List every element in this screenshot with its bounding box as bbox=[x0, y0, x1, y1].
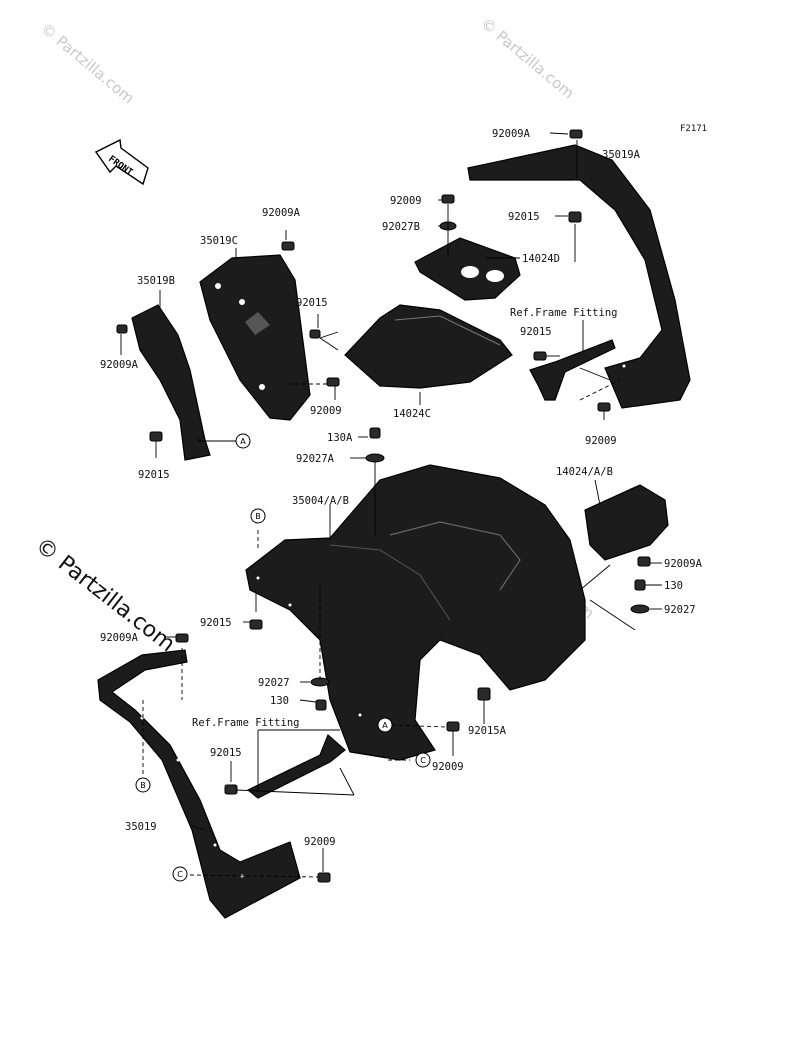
label-92009A-far-left: 92009A bbox=[100, 359, 139, 371]
label-92009-top: 92009 bbox=[390, 195, 422, 207]
leader-lines bbox=[120, 132, 662, 872]
watermark-top-left: © Partzilla.com bbox=[37, 19, 137, 107]
callout-b-lower: B bbox=[135, 777, 151, 793]
fender-35019 bbox=[97, 649, 301, 919]
callout-b-upper: B bbox=[250, 508, 266, 524]
label-92009-mid: 92009 bbox=[310, 405, 342, 417]
frame-bracket-left bbox=[246, 733, 346, 799]
label-35019B: 35019B bbox=[137, 275, 175, 287]
label-130-low: 130 bbox=[270, 695, 289, 707]
svg-text:C: C bbox=[177, 870, 183, 879]
side-cover-35019B bbox=[131, 304, 211, 461]
main-fender-35004 bbox=[245, 464, 586, 762]
label-92015-right2: 92015 bbox=[520, 326, 552, 338]
label-92009A-rr: 92009A bbox=[664, 558, 703, 570]
callout-a-lower: A bbox=[377, 717, 393, 733]
label-35019A: 35019A bbox=[602, 149, 641, 161]
frame-bracket-right bbox=[529, 339, 616, 401]
svg-text:A: A bbox=[382, 721, 388, 730]
label-ref-frame-left: Ref.Frame Fitting bbox=[192, 717, 299, 729]
label-92027-low: 92027 bbox=[258, 677, 290, 689]
label-ref-frame-right: Ref.Frame Fitting bbox=[510, 307, 617, 319]
bracket-14024D bbox=[414, 237, 521, 301]
svg-text:A: A bbox=[240, 437, 246, 446]
label-92027B: 92027B bbox=[382, 221, 420, 233]
label-92009-bottom: 92009 bbox=[304, 836, 336, 848]
callouts: A B A C B C bbox=[135, 433, 431, 882]
label-92009-low: 92009 bbox=[432, 761, 464, 773]
label-92015A: 92015A bbox=[468, 725, 507, 737]
label-35004: 35004/A/B bbox=[292, 495, 349, 507]
label-130-r: 130 bbox=[664, 580, 683, 592]
label-92009A-left: 92009A bbox=[262, 207, 301, 219]
svg-text:B: B bbox=[140, 781, 146, 790]
callout-a-upper: A bbox=[235, 433, 251, 449]
label-14024AB: 14024/A/B bbox=[556, 466, 613, 478]
label-14024C: 14024C bbox=[393, 408, 431, 420]
label-35019: 35019 bbox=[125, 821, 157, 833]
watermark-top-right: © Partzilla.com bbox=[477, 14, 577, 102]
side-cover-35019C bbox=[199, 254, 311, 421]
label-92015-right: 92015 bbox=[508, 211, 540, 223]
label-92009A-low: 92009A bbox=[100, 632, 139, 644]
label-92015-low: 92015 bbox=[200, 617, 232, 629]
figure-code: F2171 bbox=[680, 124, 707, 134]
label-92009-right: 92009 bbox=[585, 435, 617, 447]
fender-35019A bbox=[467, 144, 691, 409]
callout-c-lower: C bbox=[172, 866, 188, 882]
label-92015-left: 92015 bbox=[138, 469, 170, 481]
part-labels: 92009A 35019A 92009 92027B 92015 14024D … bbox=[100, 128, 703, 848]
cover-14024AB bbox=[584, 484, 669, 561]
label-92027A: 92027A bbox=[296, 453, 335, 465]
cover-14024C bbox=[344, 304, 513, 389]
callout-c-upper: C bbox=[415, 752, 431, 768]
label-92015-mid: 92015 bbox=[296, 297, 328, 309]
dashed-lines bbox=[142, 379, 621, 878]
label-92027-r: 92027 bbox=[664, 604, 696, 616]
fasteners bbox=[116, 129, 651, 883]
front-arrow-icon: FRONT bbox=[94, 138, 149, 186]
label-92009A-top: 92009A bbox=[492, 128, 531, 140]
svg-text:B: B bbox=[255, 512, 261, 521]
label-14024D: 14024D bbox=[522, 253, 560, 265]
label-130A: 130A bbox=[327, 432, 353, 444]
label-35019C: 35019C bbox=[200, 235, 238, 247]
label-92015-bottom: 92015 bbox=[210, 747, 242, 759]
svg-text:C: C bbox=[420, 756, 426, 765]
